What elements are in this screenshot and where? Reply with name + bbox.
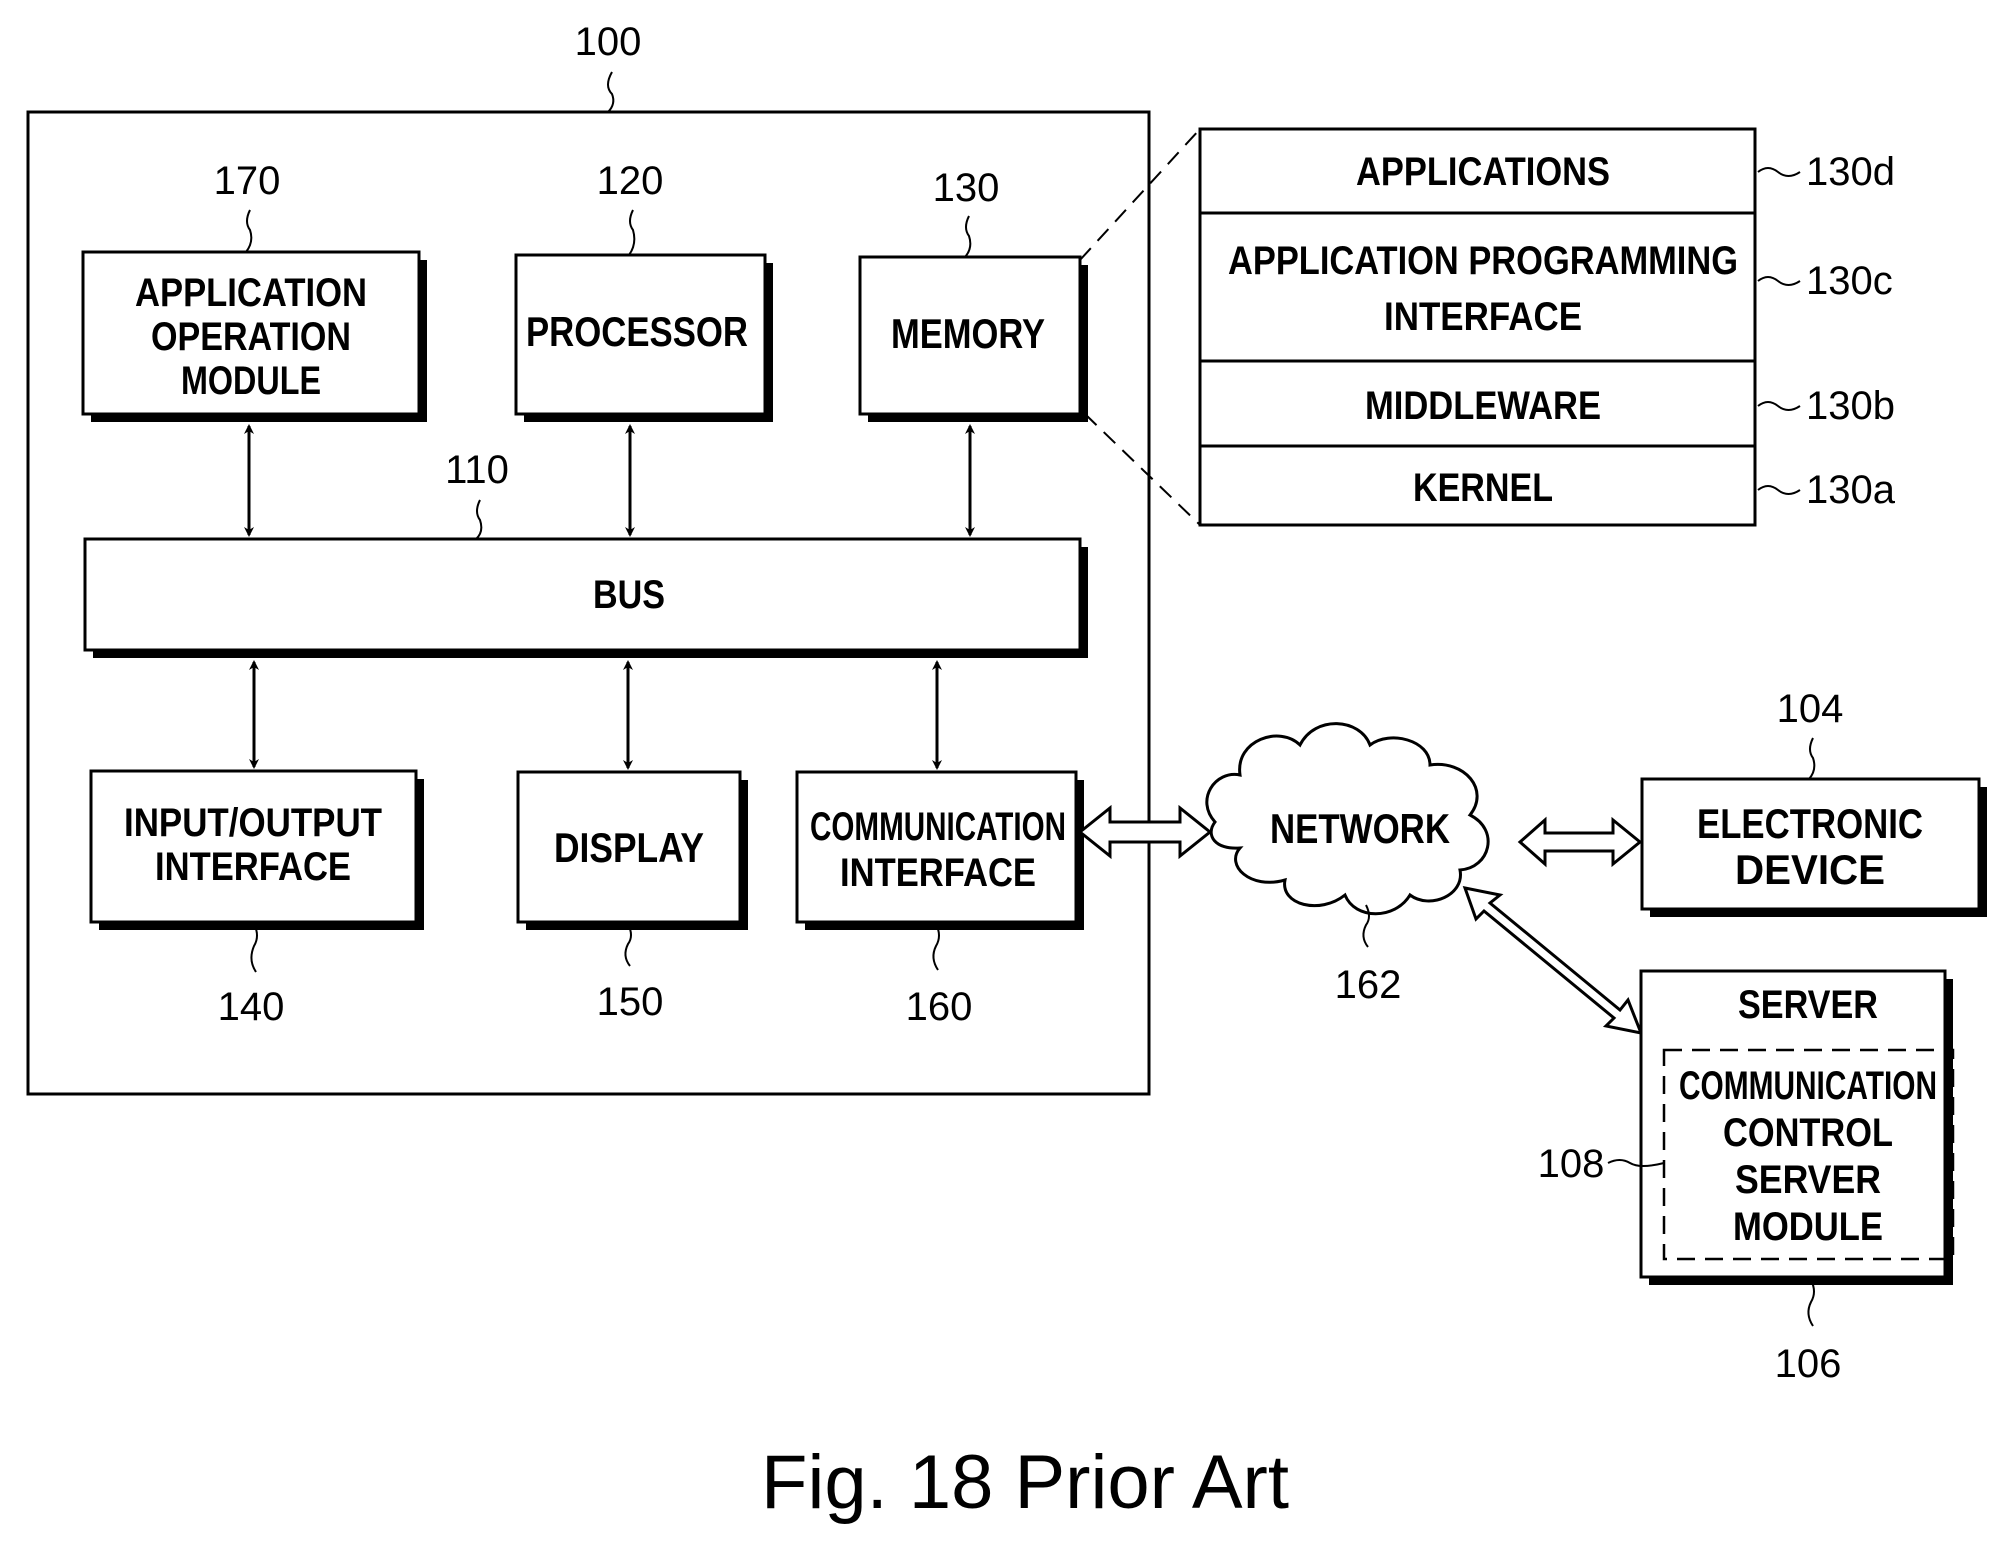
tilde-130b [1758,402,1800,410]
leader-110 [476,500,481,539]
leader-130 [965,216,970,257]
svg-text:CONTROL: CONTROL [1723,1111,1893,1155]
svg-text:MEMORY: MEMORY [891,310,1045,357]
svg-text:APPLICATION: APPLICATION [135,271,367,315]
ref-150: 150 [597,980,664,1024]
svg-text:MODULE: MODULE [181,359,321,403]
svg-text:MODULE: MODULE [1733,1205,1883,1249]
leader-170 [246,210,251,252]
ref-100: 100 [575,20,642,64]
stack-kernel: KERNEL [1413,466,1553,510]
svg-text:INTERFACE: INTERFACE [155,845,351,889]
ref-160: 160 [906,985,973,1029]
leader-140 [251,924,257,972]
memory-stack: APPLICATIONS APPLICATION PROGRAMMING INT… [1200,129,1755,525]
svg-text:COMMUNICATION: COMMUNICATION [1679,1064,1937,1108]
ref-170: 170 [214,159,281,203]
stack-middleware: MIDDLEWARE [1365,384,1601,428]
block-memory: MEMORY [860,257,1088,422]
ref-110: 110 [445,448,509,492]
leader-120 [629,210,634,255]
ref-130d: 130d [1806,150,1895,194]
ref-104: 104 [1777,687,1844,731]
figure-caption: Fig. 18 Prior Art [761,1440,1289,1525]
hollow-arrow-network-device [1520,820,1640,864]
svg-text:ELECTRONIC: ELECTRONIC [1697,800,1923,847]
tilde-130d [1758,168,1800,176]
svg-text:DEVICE: DEVICE [1735,846,1885,893]
svg-text:INTERFACE: INTERFACE [840,851,1036,895]
svg-text:DISPLAY: DISPLAY [554,824,704,871]
leader-106 [1808,1280,1814,1326]
svg-text:OPERATION: OPERATION [151,315,351,359]
block-server: SERVER COMMUNICATION CONTROL SERVER MODU… [1641,971,1953,1285]
stack-api-line2: INTERFACE [1384,295,1582,339]
block-display: DISPLAY [518,772,748,930]
tilde-130c [1758,277,1800,285]
ref-130: 130 [933,166,1000,210]
network-cloud: NETWORK [1207,724,1488,914]
block-bus: BUS [85,539,1088,658]
leader-100 [608,72,613,112]
ref-162: 162 [1335,963,1402,1007]
ref-130b: 130b [1806,384,1895,428]
expand-line-top [1080,129,1200,260]
block-io-interface: INPUT/OUTPUT INTERFACE [91,771,424,930]
ref-106: 106 [1775,1342,1842,1386]
ref-140: 140 [218,985,285,1029]
stack-api-line1: APPLICATION PROGRAMMING [1228,239,1738,283]
ref-108: 108 [1538,1142,1605,1186]
hollow-arrow-network-server [1465,888,1641,1033]
leader-160 [933,924,939,970]
leader-104 [1809,738,1814,779]
svg-text:INPUT/OUTPUT: INPUT/OUTPUT [124,801,382,845]
block-processor: PROCESSOR [516,255,773,422]
svg-text:SERVER: SERVER [1738,983,1878,1027]
block-communication-interface: COMMUNICATION INTERFACE [797,772,1084,930]
svg-text:NETWORK: NETWORK [1270,805,1450,852]
svg-text:COMMUNICATION: COMMUNICATION [810,805,1066,849]
ref-130c: 130c [1806,259,1893,303]
block-application-operation-module: APPLICATION OPERATION MODULE [83,252,427,422]
stack-applications: APPLICATIONS [1356,150,1610,194]
leader-150 [625,924,631,966]
expand-line-bottom [1085,414,1200,525]
hollow-arrow-comm-network [1080,808,1210,856]
svg-text:PROCESSOR: PROCESSOR [526,308,748,355]
ref-130a: 130a [1806,468,1896,512]
block-electronic-device: ELECTRONIC DEVICE [1642,779,1987,917]
ref-120: 120 [597,159,664,203]
tilde-130a [1758,486,1800,494]
svg-text:BUS: BUS [593,573,665,617]
svg-text:SERVER: SERVER [1735,1158,1881,1202]
